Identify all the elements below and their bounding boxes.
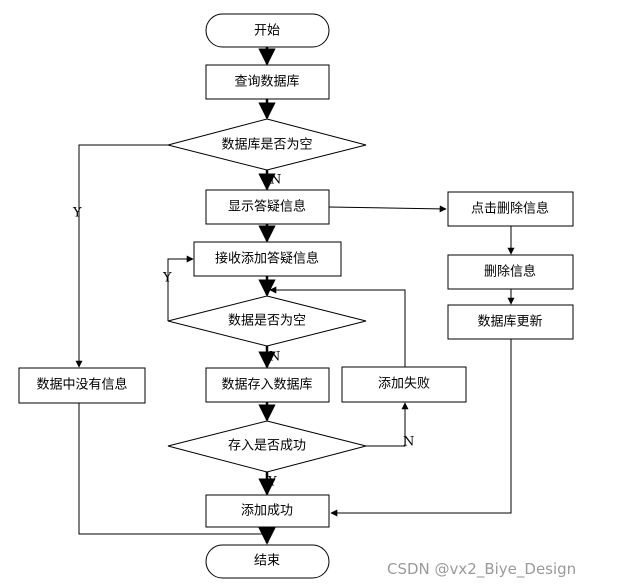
watermark: CSDN @vx2_Biye_Design bbox=[387, 560, 576, 579]
data-empty-yes-label: Y bbox=[162, 271, 172, 286]
receive-add-box bbox=[193, 241, 342, 277]
db-empty-label: 数据库是否为空 bbox=[221, 137, 312, 153]
edges bbox=[75, 47, 515, 545]
edge-noinfo-to-end bbox=[78, 403, 270, 535]
click-delete-label: 点击删除信息 bbox=[471, 201, 549, 217]
add-success-label: 添加成功 bbox=[241, 504, 293, 519]
store-success-decision bbox=[167, 420, 367, 473]
edge-labels: N Y Y N N Y bbox=[72, 173, 414, 490]
node-labels: 开始 查询数据库 数据库是否为空 显示答疑信息 点击删除信息 删除信息 数据库更… bbox=[36, 24, 549, 569]
edge-dbempty-yes-to-noinfo bbox=[75, 144, 168, 368]
data-empty-no-label: N bbox=[269, 350, 280, 365]
no-info-label: 数据中没有信息 bbox=[36, 377, 127, 393]
db-empty-decision bbox=[167, 118, 367, 171]
end-label: 结束 bbox=[254, 554, 280, 569]
add-fail-box bbox=[341, 366, 467, 403]
query-db-box bbox=[205, 64, 330, 100]
edge-fail-back-to-dataempty bbox=[269, 286, 406, 367]
data-empty-decision bbox=[167, 295, 367, 347]
db-empty-no-label: N bbox=[270, 173, 281, 188]
add-success-box bbox=[205, 494, 330, 528]
start-label: 开始 bbox=[254, 24, 280, 39]
store-db-label: 数据存入数据库 bbox=[221, 377, 312, 393]
store-yes-label: Y bbox=[267, 475, 277, 490]
show-qa-label: 显示答疑信息 bbox=[228, 199, 306, 215]
delete-info-box bbox=[447, 254, 574, 290]
edge-storeq-no-to-fail bbox=[366, 402, 409, 447]
edge-show-to-clickdelete bbox=[328, 205, 447, 213]
no-info-box bbox=[18, 367, 146, 404]
store-no-label: N bbox=[403, 435, 414, 450]
add-fail-label: 添加失败 bbox=[378, 377, 430, 392]
query-db-label: 查询数据库 bbox=[234, 74, 299, 90]
db-update-box bbox=[447, 304, 574, 340]
db-update-label: 数据库更新 bbox=[477, 314, 542, 330]
edge-dataempty-yes-loop bbox=[167, 255, 194, 321]
store-db-box bbox=[205, 367, 330, 403]
delete-info-label: 删除信息 bbox=[484, 264, 536, 280]
store-success-label: 存入是否成功 bbox=[228, 439, 306, 454]
start-terminator bbox=[205, 13, 330, 48]
data-empty-label: 数据是否为空 bbox=[228, 314, 306, 329]
show-qa-box bbox=[205, 189, 330, 225]
click-delete-box bbox=[447, 191, 574, 227]
db-empty-yes-label: Y bbox=[72, 206, 82, 221]
end-terminator bbox=[205, 544, 330, 579]
receive-add-label: 接收添加答疑信息 bbox=[215, 251, 319, 267]
edge-update-to-addsuccess bbox=[330, 339, 512, 517]
nodes bbox=[18, 13, 574, 579]
